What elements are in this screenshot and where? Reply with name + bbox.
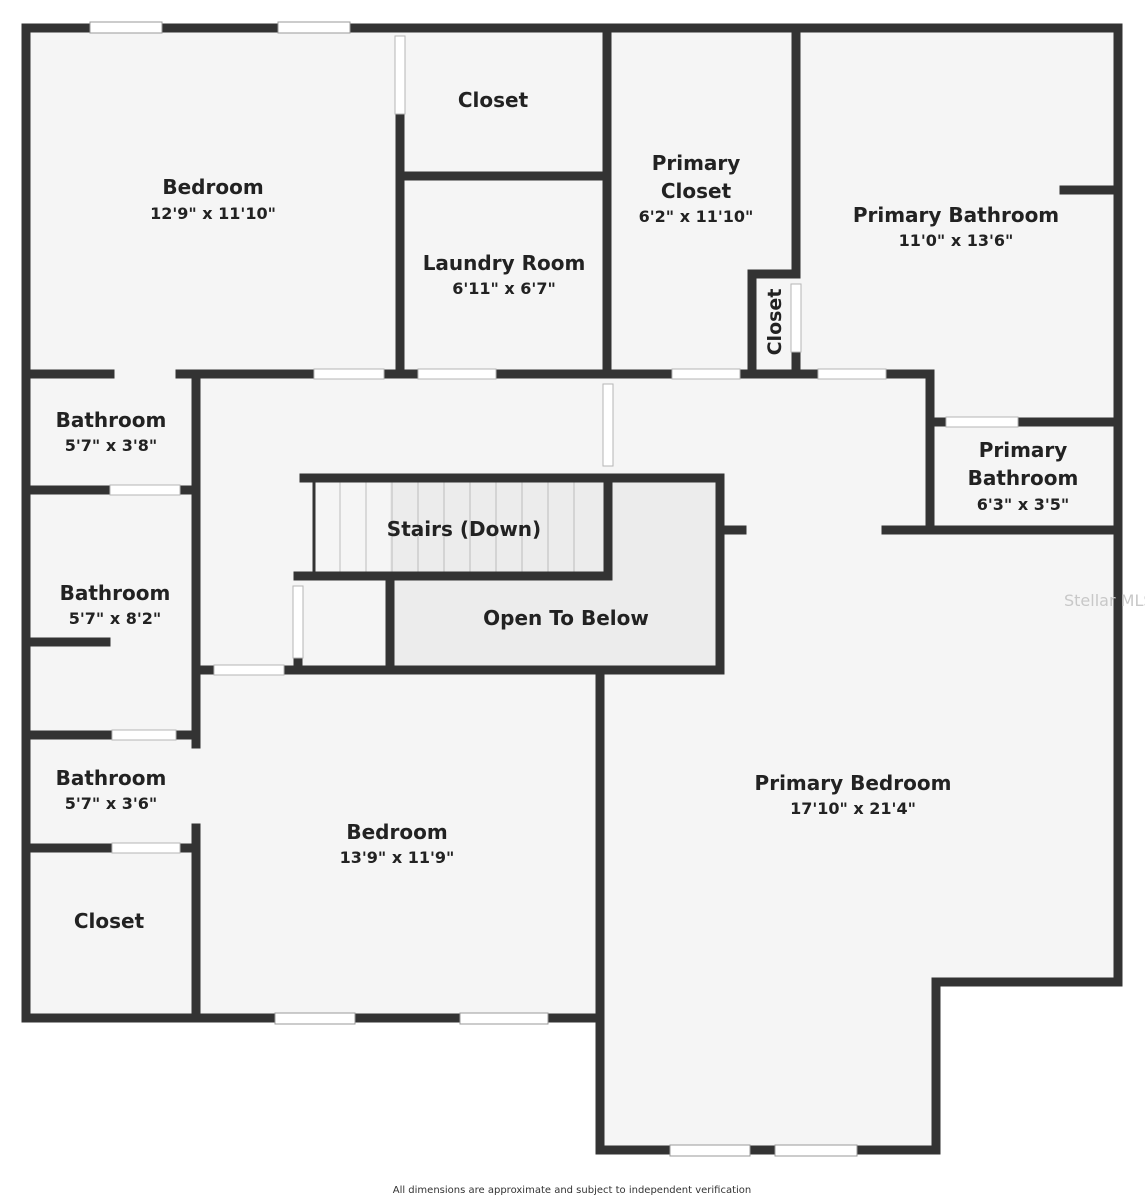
room-dimensions: 6'11" x 6'7" xyxy=(452,279,556,298)
room-name: Closet xyxy=(74,909,145,933)
room-dimensions: 5'7" x 8'2" xyxy=(69,609,161,628)
room-primary-bathroom-large: Primary Bathroom 11'0" x 13'6" xyxy=(853,203,1059,250)
doorway xyxy=(945,416,1019,428)
room-stairs: Stairs (Down) xyxy=(387,517,541,541)
room-closet-top: Closet xyxy=(458,88,529,112)
room-name: Closet xyxy=(764,289,786,356)
room-bedroom-s: Bedroom 13'9" x 11'9" xyxy=(340,820,455,867)
room-closet-sw: Closet xyxy=(74,909,145,933)
room-name: Primary Bedroom xyxy=(755,771,952,795)
room-dimensions: 12'9" x 11'10" xyxy=(150,204,276,223)
doorway xyxy=(671,368,741,380)
doorway xyxy=(292,585,304,659)
window xyxy=(274,1012,356,1025)
room-dimensions: 17'10" x 21'4" xyxy=(790,799,916,818)
room-dimensions: 5'7" x 3'8" xyxy=(65,436,157,455)
doorway xyxy=(109,484,181,496)
room-bathroom-2: Bathroom 5'7" x 8'2" xyxy=(60,581,171,628)
window xyxy=(459,1012,549,1025)
doorway xyxy=(213,664,285,676)
doorway xyxy=(111,729,177,741)
window xyxy=(277,21,351,34)
room-bedroom-nw: Bedroom 12'9" x 11'10" xyxy=(150,175,276,223)
room-name-line1: Primary xyxy=(979,438,1068,462)
room-name: Bathroom xyxy=(56,766,167,790)
room-primary-bedroom: Primary Bedroom 17'10" x 21'4" xyxy=(755,771,952,818)
room-name: Bathroom xyxy=(60,581,171,605)
room-dimensions: 13'9" x 11'9" xyxy=(340,848,455,867)
room-name: Closet xyxy=(458,88,529,112)
room-dimensions: 5'7" x 3'6" xyxy=(65,794,157,813)
room-name: Primary Bathroom xyxy=(853,203,1059,227)
room-name: Bedroom xyxy=(162,175,263,199)
stair-treads xyxy=(339,482,575,572)
room-laundry: Laundry Room 6'11" x 6'7" xyxy=(423,251,586,298)
window xyxy=(669,1144,751,1157)
room-bathroom-3: Bathroom 5'7" x 3'6" xyxy=(56,766,167,813)
doorways xyxy=(109,35,1019,854)
doorway xyxy=(313,368,385,380)
wall xyxy=(747,269,801,375)
room-open-to-below: Open To Below xyxy=(483,606,649,630)
watermark: Stellar MLS xyxy=(1064,591,1145,610)
window xyxy=(89,21,163,34)
room-name-line2: Bathroom xyxy=(968,466,1079,490)
walls xyxy=(21,23,1123,1155)
room-closet-small: Closet xyxy=(764,289,786,356)
room-name: Bathroom xyxy=(56,408,167,432)
room-name: Bedroom xyxy=(346,820,447,844)
doorway xyxy=(417,368,497,380)
room-name-line2: Closet xyxy=(661,179,732,203)
doorway xyxy=(817,368,887,380)
room-primary-bathroom-small: Primary Bathroom 6'3" x 3'5" xyxy=(968,438,1079,514)
doorway xyxy=(394,35,406,115)
doorway xyxy=(602,383,614,467)
window xyxy=(774,1144,858,1157)
room-name: Open To Below xyxy=(483,606,649,630)
doorway xyxy=(790,283,802,353)
open-to-below-area-upper xyxy=(608,480,720,580)
room-dimensions: 6'3" x 3'5" xyxy=(977,495,1069,514)
room-name: Stairs (Down) xyxy=(387,517,541,541)
doorway xyxy=(111,842,181,854)
room-name-line1: Primary xyxy=(652,151,741,175)
room-dimensions: 11'0" x 13'6" xyxy=(899,231,1014,250)
disclaimer: All dimensions are approximate and subje… xyxy=(393,1185,752,1196)
room-dimensions: 6'2" x 11'10" xyxy=(639,207,754,226)
room-name: Laundry Room xyxy=(423,251,586,275)
room-primary-closet: Primary Closet 6'2" x 11'10" xyxy=(639,151,754,226)
outer-wall xyxy=(21,23,1123,1155)
windows xyxy=(89,21,858,1157)
room-bathroom-1: Bathroom 5'7" x 3'8" xyxy=(56,408,167,455)
